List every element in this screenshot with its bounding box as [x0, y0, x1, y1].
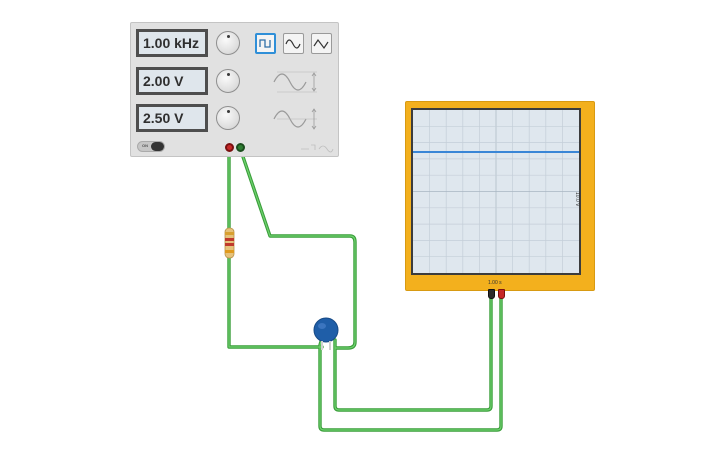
- square-wave-button[interactable]: [255, 33, 276, 54]
- volts-per-division-label: 10.0 V: [574, 192, 580, 207]
- brand-logo-icon: [301, 144, 334, 153]
- triangle-wave-icon: [313, 38, 329, 50]
- function-generator[interactable]: 1.00 kHz 2.00 V 2.50 V ON: [130, 22, 339, 157]
- oscilloscope[interactable]: 10.0 V 1.00 s: [405, 101, 595, 299]
- square-wave-icon: [259, 39, 271, 48]
- offset-indicator-icon: [273, 108, 317, 130]
- positive-terminal[interactable]: [225, 143, 234, 152]
- negative-terminal[interactable]: [236, 143, 245, 152]
- power-toggle[interactable]: ON: [137, 141, 165, 152]
- probe-positive-terminal[interactable]: [498, 289, 505, 299]
- wire-generator-positive[interactable]: [227, 146, 324, 349]
- oscilloscope-grid: [413, 110, 579, 273]
- capacitor[interactable]: [313, 317, 339, 350]
- wire-generator-negative[interactable]: [238, 146, 357, 350]
- frequency-display: 1.00 kHz: [136, 29, 208, 57]
- amplitude-indicator-icon: [273, 71, 317, 93]
- resistor[interactable]: [224, 227, 235, 259]
- frequency-knob[interactable]: [216, 31, 240, 55]
- amplitude-display: 2.00 V: [136, 67, 208, 95]
- power-toggle-knob: [151, 142, 164, 151]
- sine-wave-icon: [285, 39, 301, 49]
- power-toggle-label: ON: [142, 143, 148, 148]
- time-per-division-label: 1.00 s: [488, 280, 502, 286]
- offset-display: 2.50 V: [136, 104, 208, 132]
- offset-knob[interactable]: [216, 106, 240, 130]
- wire-probe-inner[interactable]: [333, 294, 493, 412]
- sine-wave-button[interactable]: [283, 33, 304, 54]
- triangle-wave-button[interactable]: [311, 33, 332, 54]
- amplitude-knob[interactable]: [216, 69, 240, 93]
- probe-negative-terminal[interactable]: [488, 289, 495, 299]
- oscilloscope-screen: [411, 108, 581, 275]
